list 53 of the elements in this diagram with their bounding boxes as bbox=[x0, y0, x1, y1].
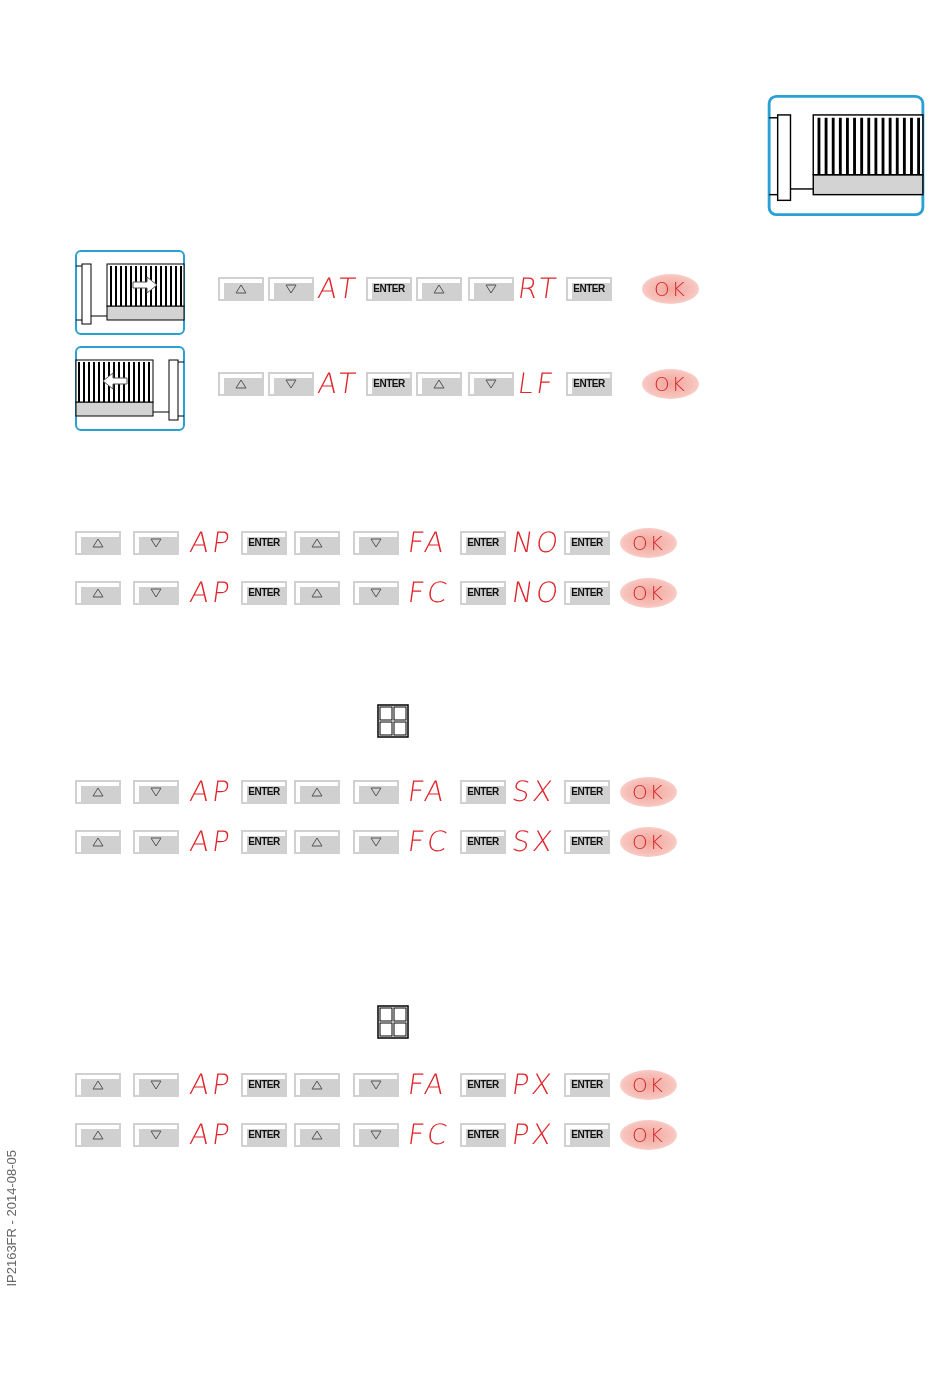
ok-display-text: OK bbox=[620, 827, 677, 857]
display-code: PX bbox=[509, 1068, 557, 1102]
display-code: PX bbox=[509, 1118, 557, 1152]
ok-display-text: OK bbox=[620, 1070, 677, 1100]
display-code: AP bbox=[187, 825, 235, 859]
display-code: NO bbox=[509, 576, 564, 610]
display-code: AP bbox=[187, 576, 235, 610]
display-code: NO bbox=[509, 526, 564, 560]
enter-button: ENTER bbox=[241, 1123, 287, 1147]
display-code: FC bbox=[405, 576, 453, 610]
enter-button: ENTER bbox=[241, 531, 287, 555]
ok-display-text: OK bbox=[620, 528, 677, 558]
enter-button: ENTER bbox=[564, 531, 610, 555]
display-code: AP bbox=[187, 775, 235, 809]
document-reference: IP2163FR - 2014-08-05 bbox=[4, 1150, 19, 1287]
display-code: AP bbox=[187, 1068, 235, 1102]
enter-button: ENTER bbox=[564, 830, 610, 854]
display-code: AT bbox=[315, 367, 361, 401]
enter-button: ENTER bbox=[564, 581, 610, 605]
ok-display-text: OK bbox=[620, 578, 677, 608]
display-code: SX bbox=[509, 825, 558, 859]
enter-button: ENTER bbox=[241, 780, 287, 804]
enter-button: ENTER bbox=[460, 531, 506, 555]
enter-button: ENTER bbox=[460, 1123, 506, 1147]
display-code: AP bbox=[187, 1118, 235, 1152]
ok-display-text: OK bbox=[642, 274, 699, 304]
enter-button: ENTER bbox=[566, 372, 612, 396]
enter-button: ENTER bbox=[566, 277, 612, 301]
display-code: RT bbox=[515, 272, 561, 306]
enter-button: ENTER bbox=[460, 830, 506, 854]
enter-button: ENTER bbox=[241, 1073, 287, 1097]
display-code: LF bbox=[515, 367, 559, 401]
enter-button: ENTER bbox=[564, 780, 610, 804]
enter-button: ENTER bbox=[460, 1073, 506, 1097]
enter-button: ENTER bbox=[460, 581, 506, 605]
display-code: FA bbox=[405, 775, 450, 809]
enter-button: ENTER bbox=[366, 277, 412, 301]
enter-button: ENTER bbox=[564, 1123, 610, 1147]
ok-display-text: OK bbox=[620, 1120, 677, 1150]
display-code: AT bbox=[315, 272, 361, 306]
display-code: AP bbox=[187, 526, 235, 560]
display-code: FC bbox=[405, 825, 453, 859]
ok-display-text: OK bbox=[620, 777, 677, 807]
display-code: FA bbox=[405, 1068, 450, 1102]
enter-button: ENTER bbox=[564, 1073, 610, 1097]
enter-button: ENTER bbox=[460, 780, 506, 804]
enter-button: ENTER bbox=[241, 830, 287, 854]
display-code: SX bbox=[509, 775, 558, 809]
enter-button: ENTER bbox=[241, 581, 287, 605]
ok-display-text: OK bbox=[642, 369, 699, 399]
display-code: FA bbox=[405, 526, 450, 560]
enter-button: ENTER bbox=[366, 372, 412, 396]
display-code: FC bbox=[405, 1118, 453, 1152]
